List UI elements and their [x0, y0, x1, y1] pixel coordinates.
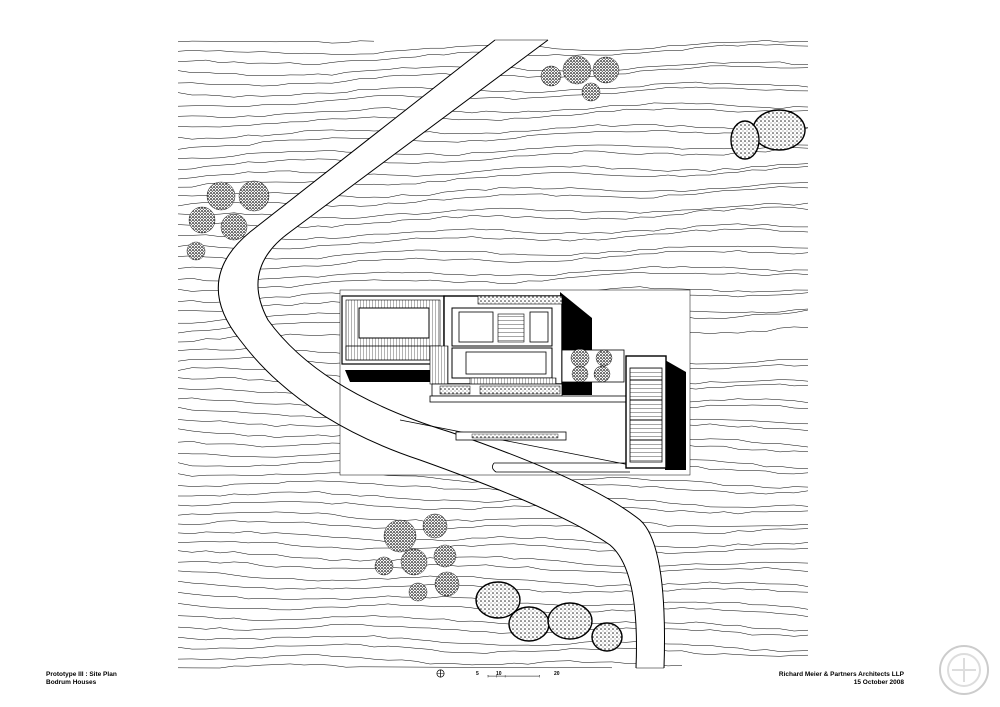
scale-label-20: 20 [554, 671, 560, 677]
archdaily-watermark-icon [939, 645, 989, 695]
drawing-title: Prototype III : Site Plan [46, 671, 117, 678]
contour-line [177, 166, 809, 188]
contour-line [177, 561, 809, 574]
shrub-icon [591, 622, 623, 652]
tree-icon [562, 55, 592, 85]
contour-line [177, 570, 809, 587]
architect-block: Richard Meier & Partners Architects LLP … [779, 671, 904, 687]
contour-line [177, 163, 809, 180]
contour-line [177, 501, 809, 515]
scale-label-10: 10 [496, 671, 502, 677]
tree-icon [220, 213, 248, 241]
project-name: Bodrum Houses [46, 679, 97, 686]
contour-line [177, 654, 683, 667]
access-road [217, 39, 665, 669]
contour-line [177, 108, 809, 128]
contour-line [177, 635, 809, 652]
contour-line [177, 245, 809, 260]
contour-line [177, 643, 809, 657]
contour-line [177, 663, 613, 669]
contour-line [177, 182, 809, 198]
trees [186, 55, 806, 652]
shrub-icon [547, 602, 593, 640]
contour-line [177, 124, 809, 140]
contour-line [177, 102, 809, 118]
shrub-icon [475, 581, 521, 619]
contour-line [177, 265, 809, 282]
tree-icon [434, 571, 460, 597]
tree-icon [433, 544, 457, 568]
shrub-icon [752, 109, 806, 151]
scale-label-5: 5 [476, 671, 479, 677]
tree-icon [408, 582, 428, 602]
drawing-date: 15 October 2008 [853, 679, 904, 686]
contour-line [177, 250, 809, 271]
contour-line [177, 272, 809, 292]
architect-name: Richard Meier & Partners Architects LLP [778, 671, 904, 678]
tree-icon [422, 513, 448, 539]
contour-line [177, 530, 809, 548]
scale-bar [487, 675, 540, 678]
contour-line [177, 541, 809, 554]
contour-line [177, 40, 809, 55]
tree-icon [383, 519, 417, 553]
contour-line [177, 223, 808, 240]
contour-line [177, 144, 809, 159]
contour-line [177, 480, 809, 495]
tree-icon [374, 556, 394, 576]
tree-icon [540, 65, 562, 87]
contour-line [177, 127, 809, 150]
contour-line [177, 520, 809, 534]
contour-line [177, 615, 809, 632]
tree-icon [595, 349, 613, 367]
tree-icon [186, 241, 206, 261]
tree-icon [400, 548, 428, 576]
drawing-title-block: Prototype III : Site Plan Bodrum Houses [46, 671, 117, 687]
tree-icon [571, 365, 589, 383]
tree-icon [592, 56, 620, 84]
contour-line [178, 491, 809, 508]
contour-line [177, 147, 809, 170]
contour-line [177, 86, 809, 107]
contour-line [177, 186, 809, 207]
shrub-icon [508, 606, 550, 642]
contour-line [177, 228, 809, 250]
north-arrow-icon [436, 669, 445, 678]
tree-icon [593, 365, 611, 383]
contour-line [177, 40, 375, 44]
tree-icon [238, 180, 270, 212]
contour-line [177, 550, 809, 568]
tree-icon [188, 206, 216, 234]
tree-icon [581, 82, 601, 102]
shrub-icon [730, 120, 760, 160]
contour-line [177, 511, 809, 527]
tree-icon [206, 181, 236, 211]
tree-icon [570, 348, 590, 368]
contour-line [177, 81, 809, 98]
contour-line [177, 623, 809, 637]
